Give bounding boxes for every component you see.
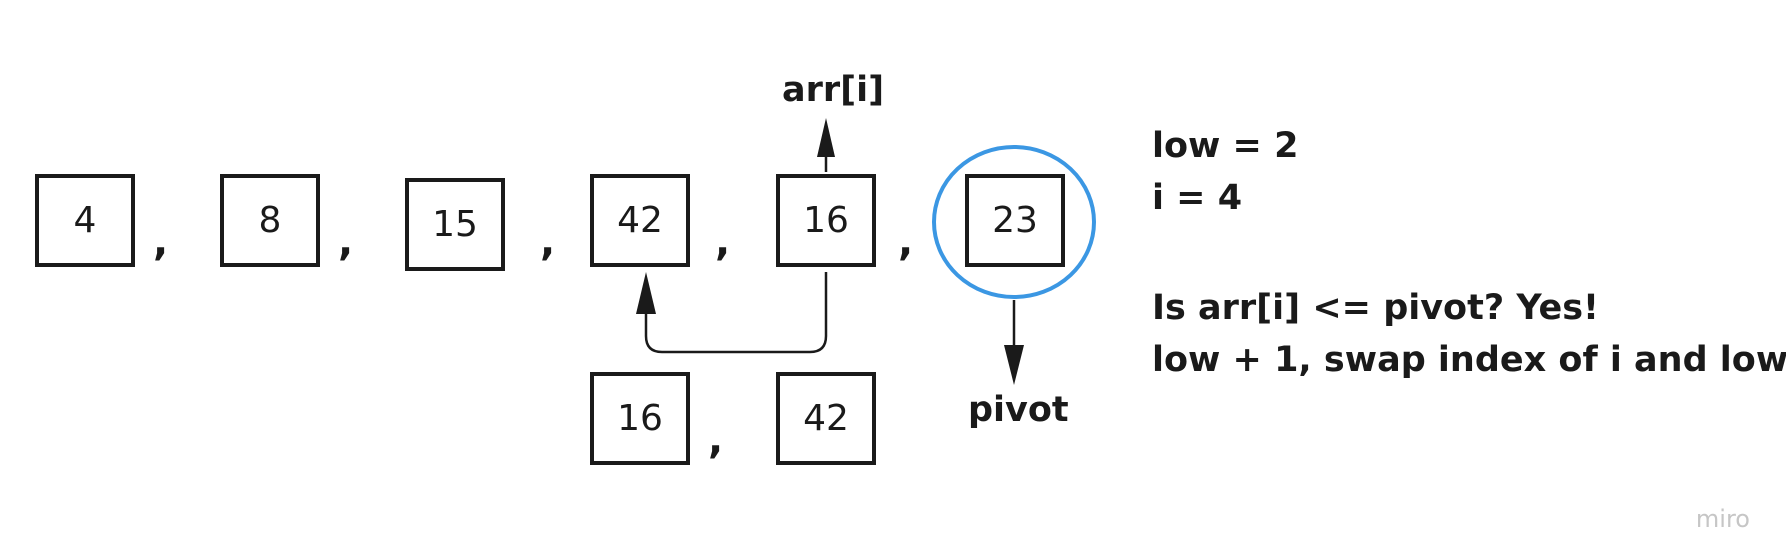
swapped-element-value: 42: [803, 398, 849, 439]
note-question: Is arr[i] <= pivot? Yes!: [1152, 288, 1599, 328]
note-i: i = 4: [1152, 178, 1243, 218]
array-element-value: 8: [258, 200, 282, 241]
array-element-value: 15: [432, 204, 478, 245]
array-element-value: 16: [803, 200, 849, 241]
array-separator: ,: [715, 219, 731, 265]
pivot-circle: [932, 145, 1096, 299]
array-element-1: 8: [220, 174, 320, 267]
note-action: low + 1, swap index of i and low.: [1152, 340, 1786, 380]
pointer-arrow-head: [817, 118, 835, 157]
miro-watermark: miro: [1695, 505, 1750, 533]
pivot-label: pivot: [968, 390, 1069, 430]
array-element-value: 23: [992, 200, 1038, 241]
explanation-notes: low = 2 i = 4 Is arr[i] <= pivot? Yes! l…: [1152, 120, 1786, 386]
swap-arrow-line: [644, 272, 828, 354]
array-element-2: 15: [405, 178, 505, 271]
array-element-5-pivot: 23: [965, 174, 1065, 267]
array-separator: ,: [540, 219, 556, 265]
note-low: low = 2: [1152, 126, 1299, 166]
swapped-separator: ,: [708, 417, 724, 463]
swapped-element-0: 16: [590, 372, 690, 465]
swapped-element-value: 16: [617, 398, 663, 439]
pivot-arrow-head: [1004, 345, 1024, 385]
array-separator: ,: [153, 219, 169, 265]
array-element-0: 4: [35, 174, 135, 267]
array-element-value: 42: [617, 200, 663, 241]
array-element-3: 42: [590, 174, 690, 267]
array-element-4: 16: [776, 174, 876, 267]
note-spacer: [1152, 224, 1786, 282]
pointer-label: arr[i]: [782, 70, 885, 110]
swap-arrow-head: [636, 272, 656, 314]
array-separator: ,: [338, 219, 354, 265]
swapped-element-1: 42: [776, 372, 876, 465]
array-separator: ,: [898, 219, 914, 265]
array-element-value: 4: [73, 200, 97, 241]
